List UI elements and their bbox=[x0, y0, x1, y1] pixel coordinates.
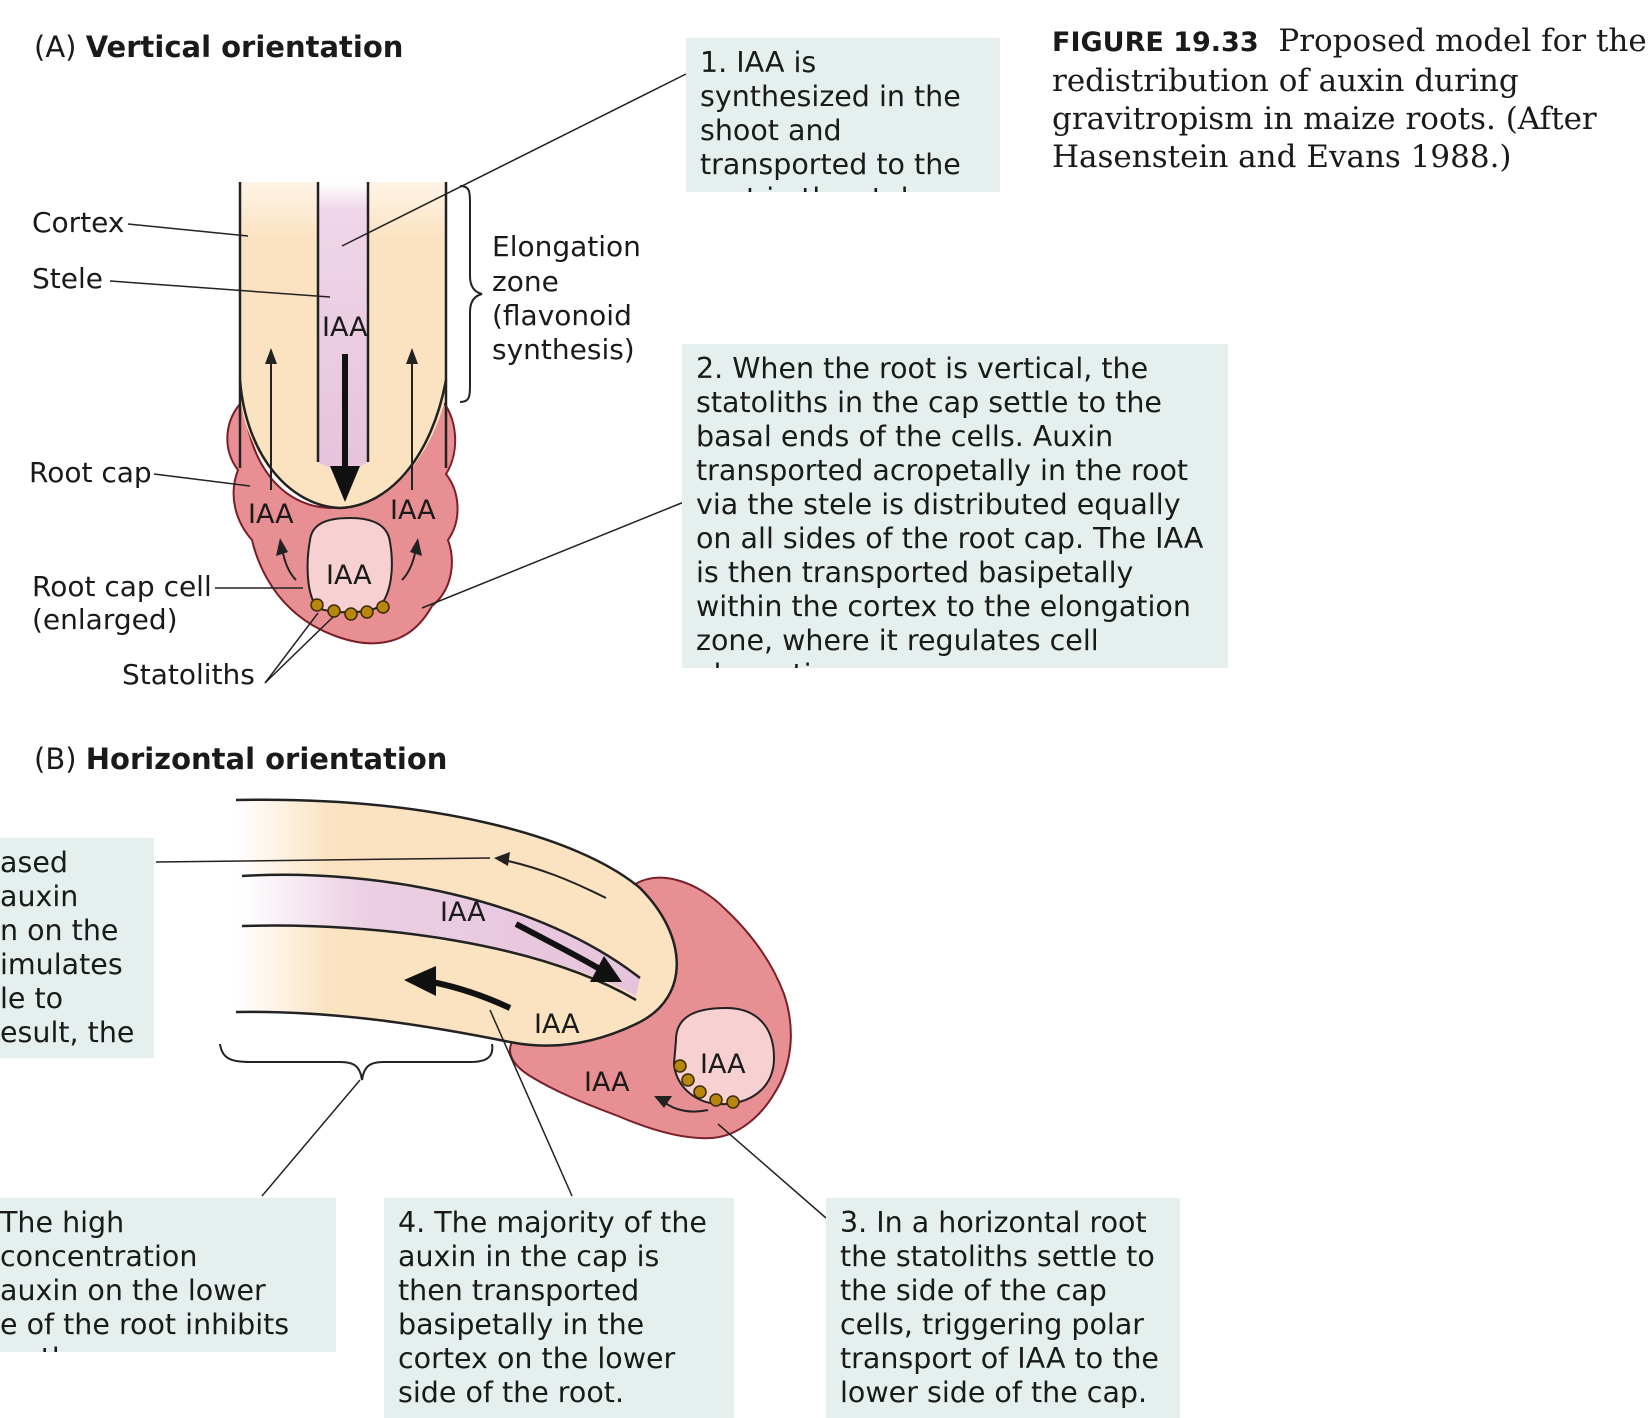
label-root-cap: Root cap bbox=[29, 456, 152, 489]
iaa-label-stele-horizontal: IAA bbox=[440, 898, 486, 928]
note-step-5-line-6: own. bbox=[0, 1050, 140, 1058]
panel-a-title-text: Vertical orientation bbox=[86, 30, 404, 64]
note-step-4: 4. The majority of the auxin in the cap … bbox=[384, 1198, 734, 1418]
note-step-1: 1. IAA is synthesized in the shoot and t… bbox=[686, 38, 1000, 192]
note-step-5-line-2: n on the bbox=[0, 914, 140, 948]
panel-b-letter: (B) bbox=[34, 742, 77, 776]
label-elongation-zone-1: Elongation bbox=[492, 230, 641, 263]
figure-caption: FIGURE 19.33 Proposed model for the redi… bbox=[1052, 22, 1648, 176]
note-step-6-line-3: e of the root inhibits bbox=[0, 1308, 322, 1342]
label-root-cap-cell-note: (enlarged) bbox=[32, 603, 178, 636]
note-step-6-partial: The high concentration auxin on the lowe… bbox=[0, 1198, 336, 1352]
iaa-label-cortex-horizontal: IAA bbox=[534, 1010, 580, 1040]
horizontal-root-diagram bbox=[156, 800, 826, 1218]
panel-b-title-text: Horizontal orientation bbox=[86, 742, 448, 776]
note-step-5-line-3: imulates bbox=[0, 948, 140, 982]
iaa-label-cap-left: IAA bbox=[248, 500, 294, 530]
label-cortex: Cortex bbox=[32, 206, 124, 239]
iaa-label-cap-horizontal: IAA bbox=[584, 1068, 630, 1098]
note-step-6-line-4: owth. bbox=[0, 1342, 322, 1352]
panel-b-title: (B) Horizontal orientation bbox=[34, 742, 447, 776]
note-step-6-line-1: The high concentration bbox=[0, 1206, 322, 1274]
iaa-label-cap-cell: IAA bbox=[326, 561, 372, 591]
label-elongation-zone-2: zone bbox=[492, 265, 559, 298]
label-elongation-zone-4: synthesis) bbox=[492, 333, 635, 366]
note-step-5-line-1: ased auxin bbox=[0, 846, 140, 914]
note-step-2: 2. When the root is vertical, the statol… bbox=[682, 344, 1228, 668]
label-elongation-zone-3: (flavonoid bbox=[492, 299, 632, 332]
label-root-cap-cell: Root cap cell bbox=[32, 570, 212, 603]
note-step-5-line-4: le to bbox=[0, 982, 140, 1016]
iaa-label-cap-right: IAA bbox=[390, 496, 436, 526]
panel-a-letter: (A) bbox=[34, 30, 76, 64]
panel-a-title: (A) Vertical orientation bbox=[34, 30, 403, 64]
iaa-label-stele: IAA bbox=[322, 313, 368, 343]
label-statoliths: Statoliths bbox=[122, 658, 255, 691]
note-step-6-line-2: auxin on the lower bbox=[0, 1274, 322, 1308]
note-step-5-partial: ased auxin n on the imulates le to esult… bbox=[0, 838, 154, 1058]
figure-number: FIGURE 19.33 bbox=[1052, 27, 1259, 58]
iaa-label-cap-cell-horizontal: IAA bbox=[700, 1050, 746, 1080]
note-step-3: 3. In a horizontal root the statoliths s… bbox=[826, 1198, 1180, 1418]
note-step-5-line-5: esult, the bbox=[0, 1016, 140, 1050]
label-stele: Stele bbox=[32, 262, 103, 295]
